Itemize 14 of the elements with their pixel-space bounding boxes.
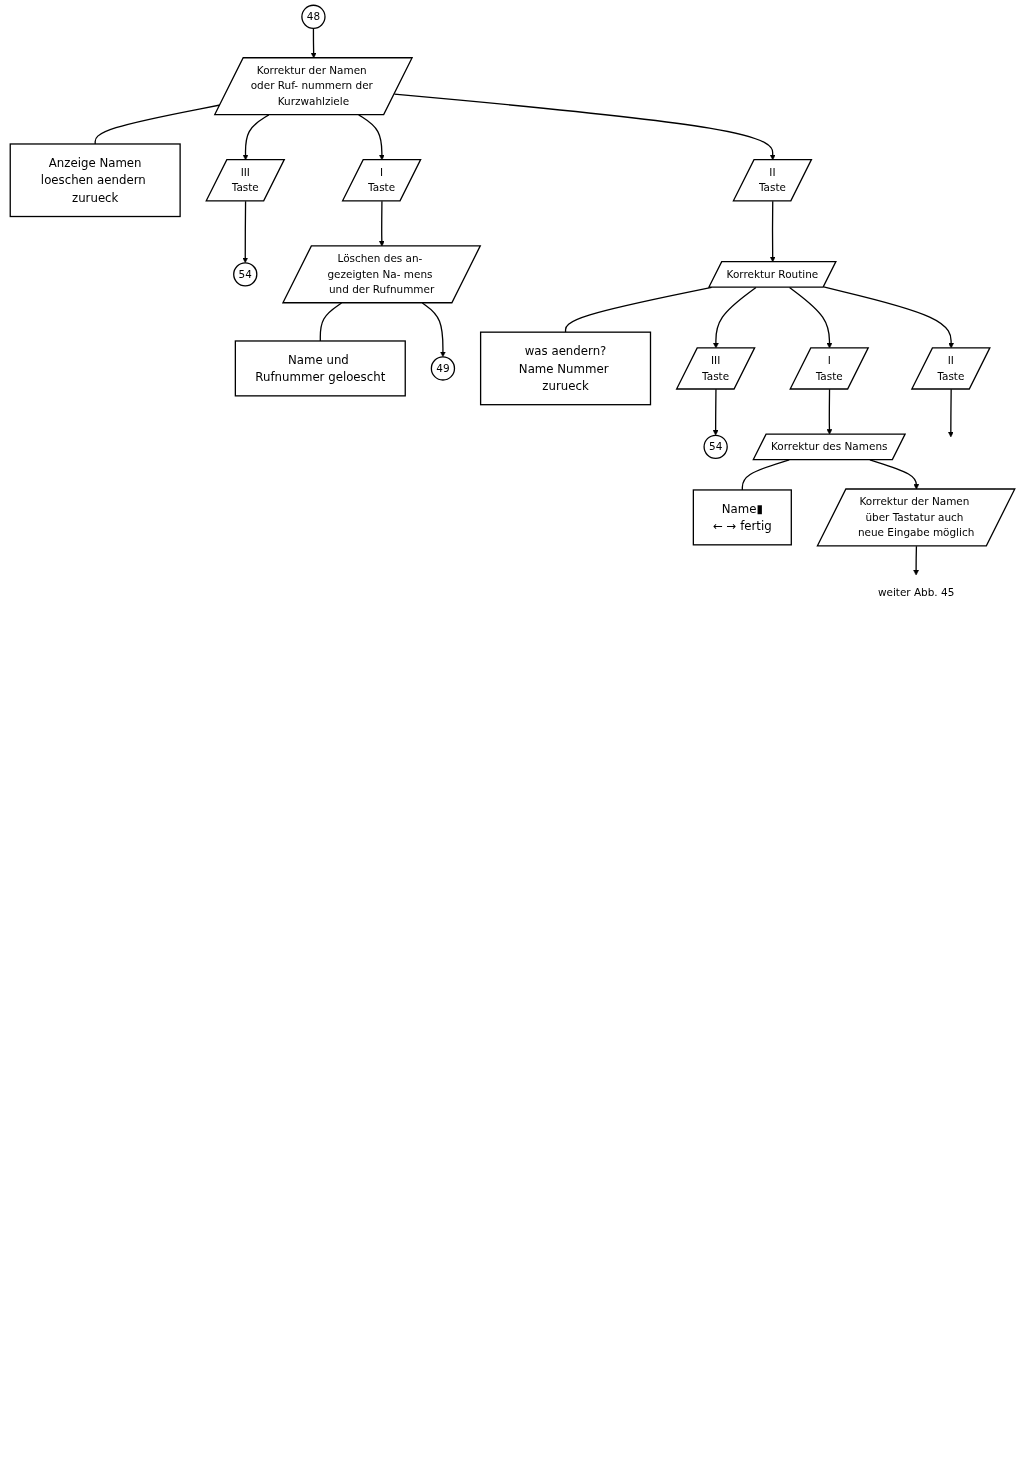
node-box: Name▮ ← → fertig — [692, 489, 792, 546]
node-text: weiter Abb. 45 — [877, 586, 955, 599]
node-circle: 48 — [301, 4, 326, 29]
node-box: Name und Rufnummer geloescht — [234, 340, 406, 397]
node-circle: 49 — [430, 356, 456, 381]
arrow — [242, 200, 249, 264]
arrow — [913, 545, 919, 576]
arrow — [421, 302, 446, 358]
node-circle: 54 — [703, 434, 728, 460]
node-circle: 54 — [233, 262, 258, 287]
node-box: Anzeige Namen loeschen aendern zurueck — [9, 143, 181, 218]
connector — [319, 302, 343, 342]
connector — [94, 104, 221, 145]
node-box: was aendern? Name Nummer zurueck — [479, 331, 652, 406]
